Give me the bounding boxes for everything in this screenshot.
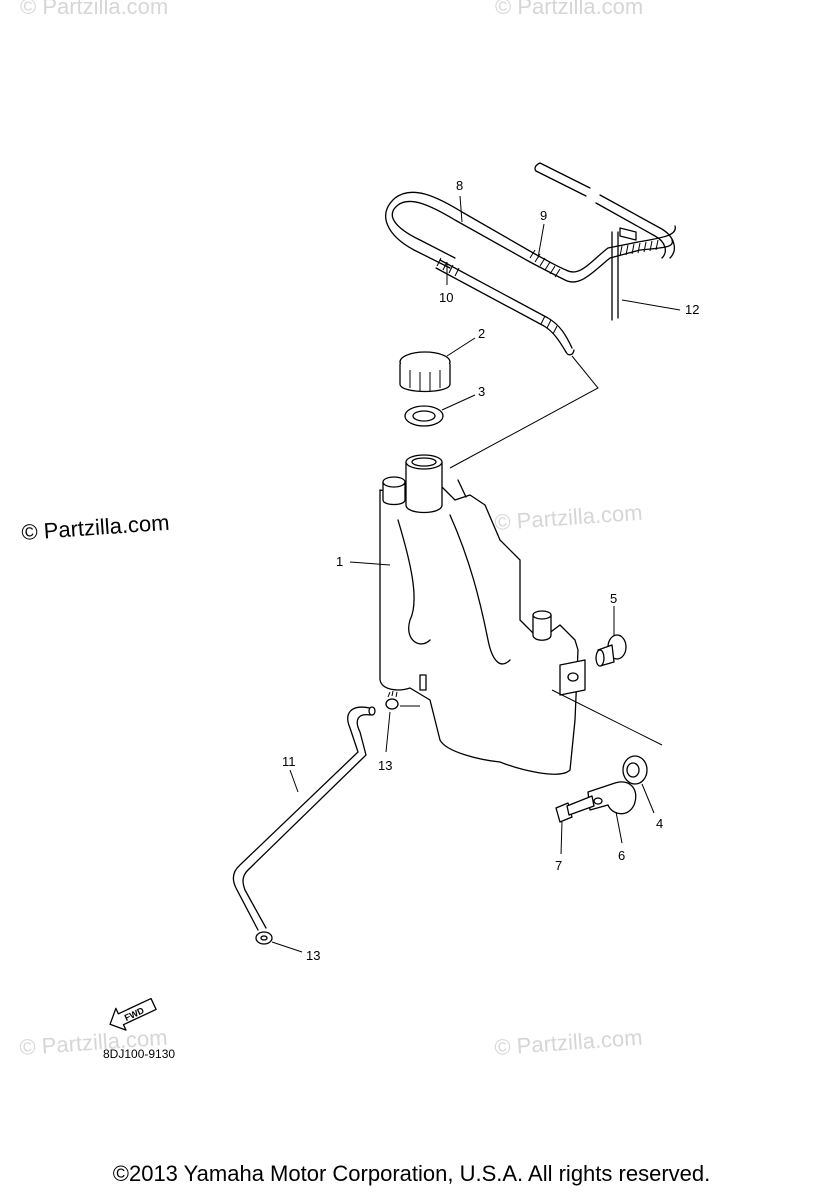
part-label-6: 6 [618,848,625,863]
watermark-mid-right: © Partzilla.com [494,500,644,535]
part-label-13-lower: 13 [306,948,320,963]
hose-clip-13-lower [255,931,273,945]
part-label-5: 5 [610,591,617,606]
tank-cap-2 [399,351,451,393]
spring-coil-9 [529,249,561,278]
diagram-code: 8DJ100-9130 [103,1047,175,1061]
watermark-bottom-right: © Partzilla.com [494,1025,644,1060]
hose-clip-13-upper [385,690,399,710]
bolt-7 [555,795,595,823]
part-label-12: 12 [685,302,699,317]
part-label-3: 3 [478,384,485,399]
part-label-4: 4 [656,816,663,831]
coolant-reservoir-tank-1 [379,454,586,775]
part-label-1: 1 [336,554,343,569]
breather-hose-assembly [385,162,676,469]
part-label-9: 9 [540,208,547,223]
part-label-2: 2 [478,326,485,341]
watermark-top-center: © Partzilla.com [495,0,643,19]
gasket-3 [404,405,444,427]
watermark-top-left: © Partzilla.com [20,0,168,19]
bracket-6 [587,781,637,815]
overflow-hose-11 [232,706,376,931]
collar-5 [595,634,627,667]
grommet-4 [622,755,648,785]
part-label-13-upper: 13 [378,758,392,773]
part-label-11: 11 [282,754,296,769]
leader-lines [271,195,681,953]
part-label-7: 7 [555,858,562,873]
watermark-main: © Partzilla.com [21,510,171,545]
copyright-notice: ©2013 Yamaha Motor Corporation, U.S.A. A… [112,1161,711,1186]
clamp-12 [611,227,637,321]
part-label-8: 8 [456,178,463,193]
part-label-10: 10 [439,290,453,305]
